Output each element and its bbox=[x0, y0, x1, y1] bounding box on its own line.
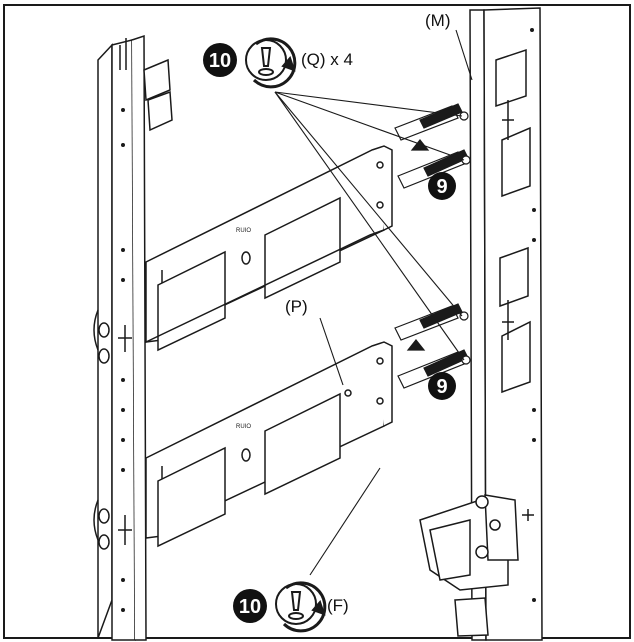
step-9-lower-number: 9 bbox=[436, 376, 447, 398]
insert-arrows bbox=[394, 103, 471, 389]
upper-bracket: RUIO bbox=[145, 145, 393, 352]
label-rail-m: (M) bbox=[425, 11, 450, 30]
step-9-lower: 9 bbox=[428, 372, 456, 400]
leader-lines bbox=[274, 29, 473, 576]
svg-text:RUIO: RUIO bbox=[236, 228, 251, 234]
label-screw-f: (F) bbox=[327, 596, 349, 615]
screwdriver-icon-bottom bbox=[275, 581, 327, 633]
step-10-bottom-number: 10 bbox=[239, 596, 261, 618]
diagram-frame bbox=[3, 4, 631, 639]
label-screw-q: (Q) x 4 bbox=[301, 50, 353, 69]
svg-text:RUIO: RUIO bbox=[236, 424, 251, 430]
step-10-bottom: 10 bbox=[233, 589, 267, 623]
label-bracket-p: (P) bbox=[285, 297, 308, 316]
step-10-top-number: 10 bbox=[209, 50, 231, 72]
lower-bracket: RUIO bbox=[145, 341, 393, 548]
left-rail bbox=[93, 34, 173, 641]
step-9-upper: 9 bbox=[428, 172, 456, 200]
step-9-upper-number: 9 bbox=[436, 176, 447, 198]
step-10-top: 10 bbox=[203, 43, 237, 77]
screwdriver-icon-top bbox=[245, 37, 297, 89]
right-rail bbox=[419, 7, 543, 641]
